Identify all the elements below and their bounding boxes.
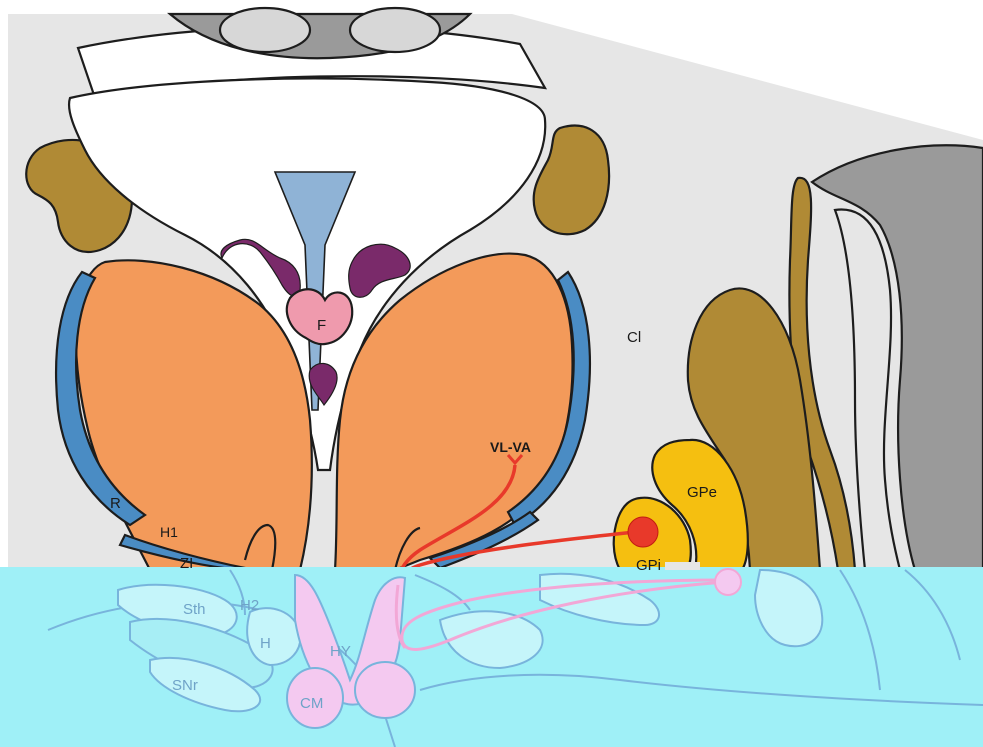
label-vl-va: VL-VA [490,439,531,455]
ventricle-lobe-left [220,8,310,52]
label-hypothalamus: HY [330,643,351,660]
label-zona-incerta: ZI [180,555,193,572]
label-fornix: F [317,317,326,334]
label-centromedian: CM [300,695,323,712]
ventricle-lobe-right [350,8,440,52]
gpi-label-smudge [665,562,700,570]
label-h1: H1 [160,524,178,540]
label-subthalamic: Sth [183,601,206,618]
label-gpi: GPi [636,557,661,574]
label-gpe: GPe [687,484,717,501]
pink-target-dot [715,569,741,595]
gpi-source-dot [628,517,658,547]
label-h-field: H [260,635,271,652]
label-h2: H2 [240,597,259,614]
label-claustrum: Cl [627,329,641,346]
label-snr: SNr [172,677,198,694]
label-reticular: R [110,495,121,512]
